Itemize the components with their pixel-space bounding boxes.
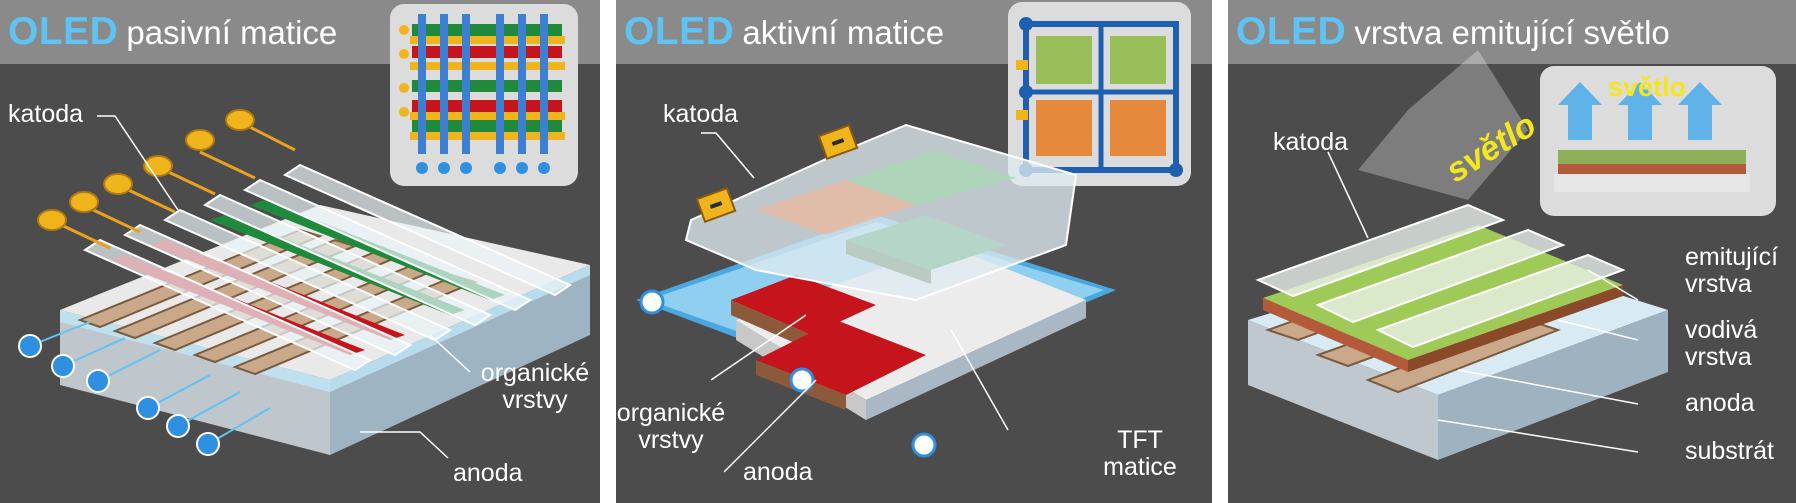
label-tft-matice: TFT matice	[1090, 427, 1190, 481]
label-tft-line2: matice	[1103, 453, 1177, 481]
label-anoda: anoda	[1685, 389, 1755, 417]
label-svetlo-inset: světlo	[1608, 72, 1687, 102]
leader-lines	[701, 132, 1009, 473]
label-emitujici-vrstva: emitující vrstva	[1685, 244, 1778, 298]
active-matrix-diagram	[636, 2, 1191, 473]
label-emitujici-line1: emitující	[1685, 243, 1779, 271]
label-vodiva-vrstva: vodivá vrstva	[1685, 317, 1757, 371]
label-organicke-vrstvy: organické vrstvy	[475, 360, 595, 414]
label-emitujici-line2: vrstva	[1685, 270, 1752, 298]
inset-passive-grid	[390, 4, 578, 186]
emitting-layer-diagram	[1248, 50, 1776, 460]
cathode-contacts	[695, 123, 859, 224]
cathode-strips	[82, 163, 573, 372]
tft-contacts	[639, 289, 937, 458]
label-tft-line1: TFT	[1117, 426, 1163, 454]
passive-matrix-diagram	[18, 4, 590, 459]
label-organicke-line2: vrstvy	[638, 426, 704, 454]
title-oled: OLED	[624, 10, 735, 53]
light-beam	[1358, 50, 1528, 200]
cathode-contacts	[37, 109, 296, 250]
title-text: pasivní matice	[126, 14, 338, 51]
label-katoda: katoda	[663, 100, 739, 128]
label-organicke-line1: organické	[616, 399, 726, 427]
label-organicke-line2: vrstvy	[502, 386, 568, 414]
title-bar	[1228, 0, 1796, 64]
label-anoda: anoda	[743, 458, 813, 486]
inset-light-emission	[1540, 66, 1776, 216]
organic-layers	[1263, 225, 1623, 372]
leader-lines	[97, 115, 471, 459]
leader-lines	[1327, 151, 1639, 453]
inset-tft-grid	[1008, 2, 1191, 186]
title-oled: OLED	[1236, 10, 1347, 53]
cathode-strips	[1255, 203, 1626, 349]
label-organicke-line1: organické	[480, 359, 590, 387]
cathode-sheet	[684, 123, 1078, 302]
title-text: aktivní matice	[742, 14, 945, 51]
title-oled: OLED	[8, 10, 119, 53]
anode-contacts	[18, 321, 271, 456]
label-organicke-vrstvy: organické vrstvy	[616, 400, 726, 454]
title-text: vrstva emitující světlo	[1354, 14, 1670, 51]
label-substrat: substrát	[1685, 437, 1774, 465]
label-anoda: anoda	[453, 459, 523, 487]
label-vodiva-line1: vodivá	[1685, 316, 1758, 344]
label-katoda: katoda	[8, 100, 84, 128]
label-katoda: katoda	[1273, 128, 1349, 156]
label-vodiva-line2: vrstva	[1685, 343, 1752, 371]
